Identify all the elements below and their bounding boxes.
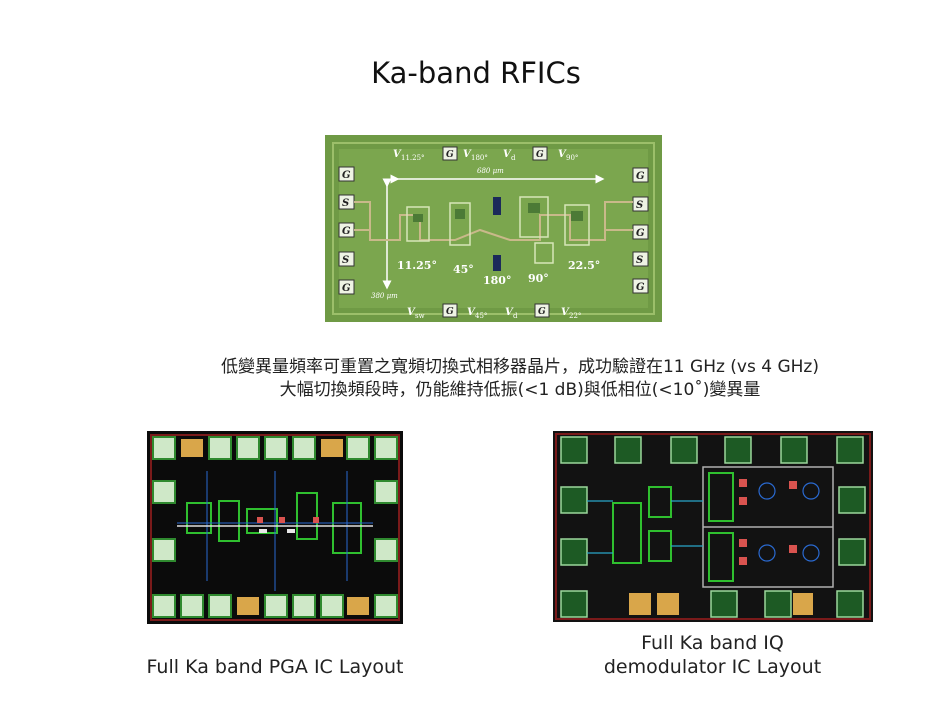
chip-bottom-g2: G (538, 307, 546, 317)
chip-top-v2: V (463, 149, 472, 160)
svg-text:S: S (636, 200, 643, 211)
svg-text:G: G (342, 170, 351, 181)
chip-bottom-v1-sub: sw (415, 312, 425, 320)
bit-label-90: 90° (528, 272, 549, 285)
chip-right-pads: G S G S G (632, 167, 649, 294)
iq-layout-graphic (553, 431, 873, 622)
chip-top-v4: V (558, 149, 567, 160)
chip-width-dim: 680 μm (477, 167, 504, 175)
chip-bottom-g1: G (446, 307, 454, 317)
svg-text:G: G (342, 283, 351, 294)
chip-bottom-v4-sub: 22° (569, 312, 581, 320)
iq-layout-label-line-2: demodulator IC Layout (603, 656, 822, 678)
slide-title: Ka-band RFICs (371, 56, 581, 90)
chip-height-dim: 380 μm (371, 292, 398, 300)
chip-phase-bits (406, 196, 590, 271)
chip-top-v1-sub: 11.25° (401, 154, 425, 162)
chip-top-g2: G (536, 150, 544, 160)
chip-top-v2-sub: 180° (471, 154, 488, 162)
chip-bottom-v3-sub: d (513, 312, 518, 320)
bit-label-22-5: 22.5° (568, 259, 600, 272)
svg-text:G: G (342, 226, 351, 237)
bit-label-180: 180° (483, 274, 511, 287)
svg-text:S: S (342, 198, 349, 209)
pga-layout-image (147, 431, 403, 624)
iq-layout-label-line-1: Full Ka band IQ (641, 632, 784, 654)
chip-top-v3: V (503, 149, 512, 160)
svg-text:S: S (636, 255, 643, 266)
caption-line-2: 大幅切換頻段時，仍能維持低振(<1 dB)與低相位(<10˚)變異量 (279, 380, 761, 400)
svg-text:S: S (342, 255, 349, 266)
svg-text:G: G (636, 282, 645, 293)
phase-shifter-chip-photo: V 11.25° G V 180° V d G V 90° 680 μm 380… (325, 135, 662, 322)
svg-text:G: G (636, 171, 645, 182)
chip-top-v1: V (393, 149, 402, 160)
pga-layout-graphic (147, 431, 403, 624)
chip-top-g1: G (446, 150, 454, 160)
chip-left-pads: G S G S G (338, 166, 355, 295)
chip-bottom-v2-sub: 45° (475, 312, 487, 320)
chip-top-v4-sub: 90° (566, 154, 578, 162)
chip-top-v3-sub: d (511, 154, 516, 162)
bit-label-45: 45° (453, 263, 474, 276)
chip-bottom-v1: V (407, 307, 416, 318)
chip-photo-graphic: V 11.25° G V 180° V d G V 90° 680 μm 380… (325, 135, 662, 322)
iq-demodulator-layout-image (553, 431, 873, 622)
caption-line-1: 低變異量頻率可重置之寬頻切換式相移器晶片，成功驗證在11 GHz (vs 4 G… (220, 357, 819, 377)
pga-layout-label: Full Ka band PGA IC Layout (146, 656, 404, 678)
chip-bottom-v4: V (561, 307, 570, 318)
chip-bottom-v3: V (505, 307, 514, 318)
svg-text:G: G (636, 228, 645, 239)
bit-label-11-25: 11.25° (397, 259, 437, 272)
chip-bottom-v2: V (467, 307, 476, 318)
